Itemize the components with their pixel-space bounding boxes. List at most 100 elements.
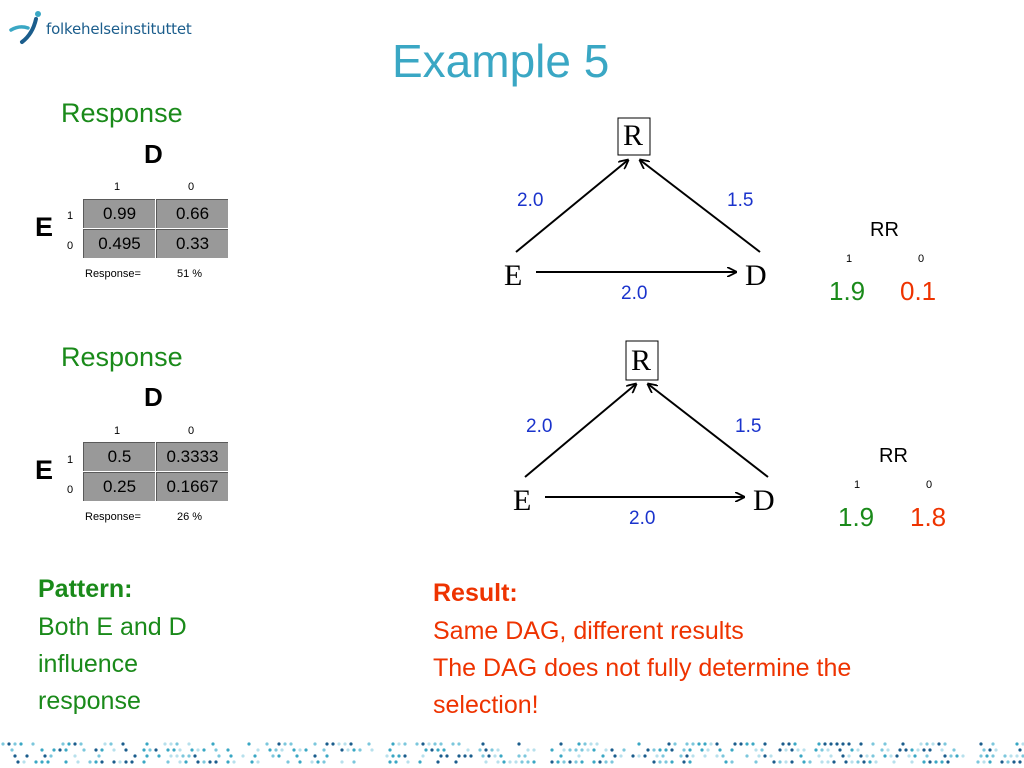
footer-dot: [124, 760, 128, 764]
footer-dot: [745, 742, 749, 746]
footer-dot: [1021, 742, 1024, 746]
table-d-label-1: D: [144, 139, 163, 169]
footer-dot: [784, 748, 788, 752]
footer-dot: [109, 742, 113, 746]
footer-dot: [820, 748, 824, 752]
footer-dot: [946, 760, 950, 764]
rr-col-header-1-1: 1: [846, 253, 853, 265]
footer-dot: [40, 748, 44, 752]
footer-dot: [268, 748, 272, 752]
table-d-label-2: D: [144, 382, 163, 412]
footer-dot: [910, 760, 914, 764]
footer-dot: [73, 754, 77, 758]
footer-dot: [229, 754, 233, 758]
dag2-edge-e-r: [524, 384, 636, 478]
rr-value-exposed-1: 1.9: [829, 276, 866, 306]
footer-dot: [241, 754, 245, 758]
footer-dot: [568, 760, 572, 764]
footer-dot: [169, 754, 173, 758]
footer-dot: [556, 760, 560, 764]
footer-dot: [145, 742, 149, 746]
pattern-heading: Pattern:: [38, 575, 133, 603]
footer-dot: [94, 760, 98, 764]
footer-dot: [295, 754, 299, 758]
dag1-edge-e-r: [515, 160, 628, 253]
footer-dot: [928, 748, 932, 752]
footer-dot: [685, 742, 689, 746]
footer-dot: [325, 754, 329, 758]
footer-dot: [61, 742, 65, 746]
rr-value-unexposed-2: 1.8: [910, 502, 947, 532]
footer-dot: [388, 748, 392, 752]
dag2-node-d: D: [753, 484, 775, 517]
footer-dot: [673, 742, 677, 746]
footer-dot: [595, 742, 599, 746]
footer-dot: [913, 754, 917, 758]
footer-dot: [799, 754, 803, 758]
footer-dot: [325, 742, 329, 746]
footer-dot: [703, 742, 707, 746]
footer-dot: [187, 742, 191, 746]
footer-dot: [397, 742, 401, 746]
footer-dot-pattern: [1, 742, 1024, 764]
footer-dot: [838, 748, 842, 752]
footer-dot: [847, 742, 851, 746]
footer-dot: [232, 760, 236, 764]
footer-dot: [835, 742, 839, 746]
footer-dot: [1, 742, 5, 746]
footer-dot: [859, 754, 863, 758]
footer-dot: [13, 742, 17, 746]
rr-col-header-1-0: 0: [918, 253, 925, 265]
footer-dot: [52, 748, 56, 752]
footer-dot: [739, 742, 743, 746]
footer-dot: [733, 742, 737, 746]
footer-dot: [226, 760, 230, 764]
footer-dot: [925, 742, 929, 746]
dag1-node-e: E: [504, 259, 523, 292]
footer-dot: [574, 760, 578, 764]
footer-dot: [463, 754, 467, 758]
footer-dot: [196, 748, 200, 752]
footer-dot: [580, 748, 584, 752]
footer-dot: [208, 760, 212, 764]
footer-dot: [703, 754, 707, 758]
rr-title-2: RR: [879, 445, 908, 467]
footer-dot: [145, 754, 149, 758]
footer-dot: [982, 748, 986, 752]
footer-dot: [583, 742, 587, 746]
footer-dot: [691, 742, 695, 746]
footer-dot: [730, 760, 734, 764]
footer-dot: [550, 760, 554, 764]
footer-dot: [358, 748, 362, 752]
row-header-2-1: 1: [67, 454, 74, 466]
footer-dot: [955, 754, 959, 758]
footer-dot: [856, 748, 860, 752]
footer-dot: [985, 754, 989, 758]
footer-dot: [868, 760, 872, 764]
footer-dot: [202, 760, 206, 764]
footer-dot: [214, 760, 218, 764]
footer-dot: [550, 748, 554, 752]
footer-dot: [793, 742, 797, 746]
footer-dot: [508, 760, 512, 764]
footer-dot: [496, 760, 500, 764]
footer-dot: [883, 754, 887, 758]
footer-dot: [796, 748, 800, 752]
footer-dot: [688, 760, 692, 764]
footer-dot: [82, 748, 86, 752]
footer-dot: [841, 754, 845, 758]
footer-dot: [532, 760, 536, 764]
footer-dot: [844, 760, 848, 764]
footer-dot: [787, 742, 791, 746]
footer-dot: [337, 742, 341, 746]
footer-dot: [367, 742, 371, 746]
footer-dot: [988, 748, 992, 752]
footer-dot: [124, 748, 128, 752]
footer-dot: [916, 748, 920, 752]
dag2-edge-d-r: [648, 384, 769, 478]
footer-dot: [823, 742, 827, 746]
footer-dot: [214, 748, 218, 752]
dag2-edge-dr-label: 1.5: [735, 416, 762, 437]
dag1-edge-d-r: [640, 160, 761, 253]
footer-dot: [901, 742, 905, 746]
